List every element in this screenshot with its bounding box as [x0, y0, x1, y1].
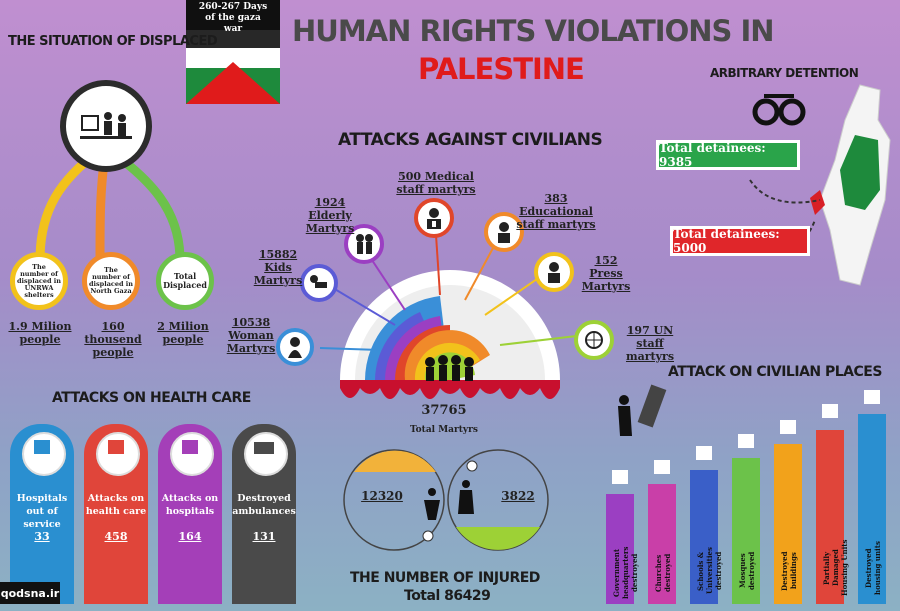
martyrs-fan-chart	[340, 270, 560, 399]
hospital-icon	[34, 440, 50, 454]
health-card-attacks-care	[84, 424, 148, 604]
injured-total: Total 86429	[404, 588, 491, 604]
churches-label: Churches destroyed	[654, 553, 672, 593]
school-icon	[696, 446, 712, 460]
press-martyrs-label: 152 Press Martyrs	[581, 254, 631, 293]
destroyed-housing-label: Destroyed housing units	[864, 541, 882, 595]
hospital-building-icon	[182, 440, 198, 454]
injured-left-value: 12320	[361, 489, 403, 503]
hospitals-out-label: Hospitals out of service	[16, 493, 68, 530]
church-icon	[654, 460, 670, 474]
displaced-value-unrwa: 1.9 Milion people	[8, 320, 72, 346]
elderly-martyrs-icon	[344, 224, 384, 264]
ambulances-value: 131	[252, 530, 276, 543]
displaced-value-north: 160 thousend people	[84, 320, 142, 359]
educational-martyrs-icon	[484, 212, 524, 252]
health-heading: ATTACKS ON HEALTH CARE	[52, 390, 251, 406]
health-attack-icon	[108, 440, 124, 454]
un-martyrs-label: 197 UN staff martyrs	[625, 324, 675, 363]
health-card-hospitals-out	[10, 424, 74, 604]
kids-martyrs-icon	[300, 264, 338, 302]
attacks-care-value: 458	[104, 530, 128, 543]
building-icon	[780, 420, 796, 434]
total-martyrs-label: Total Martyrs	[410, 425, 478, 435]
mosque-icon	[738, 434, 754, 448]
refugees-icon	[80, 112, 132, 139]
un-martyrs-icon	[574, 320, 614, 360]
government-label: Government headquarters destroyed	[612, 546, 639, 600]
places-heading: ATTACK ON CIVILIAN PLACES	[668, 364, 882, 380]
collapsed-building-icon	[618, 384, 667, 436]
destroyed-housing-icon	[864, 390, 880, 404]
displaced-value-total: 2 Milion people	[157, 320, 209, 346]
ambulance-icon	[254, 442, 274, 454]
injured-infinity-chart	[343, 449, 549, 551]
attacks-hospitals-value: 164	[178, 530, 202, 543]
medical-martyrs-label: 500 Medical staff martyrs	[396, 170, 476, 196]
civilians-heading: ATTACKS AGAINST CIVILIANS	[338, 130, 603, 150]
elderly-martyrs-label: 1924 Elderly Martyrs	[305, 196, 355, 235]
palestine-map	[810, 84, 891, 286]
page-title: HUMAN RIGHTS VIOLATIONS IN	[292, 14, 775, 48]
detention-heading: ARBITRARY DETENTION	[710, 66, 859, 80]
displaced-icon-circle	[60, 80, 152, 172]
health-card-ambulances	[232, 424, 296, 604]
watermark: qodsna.ir	[0, 582, 60, 604]
injured-right-value: 3822	[501, 489, 535, 503]
bar-destroyed-housing	[858, 414, 886, 604]
government-icon	[612, 470, 628, 484]
displaced-circle-north: The number of displaced in North Gaza	[82, 252, 140, 310]
health-card-attacks-hospitals	[158, 424, 222, 604]
medical-martyrs-icon	[414, 198, 454, 238]
hospitals-out-value: 33	[34, 530, 50, 543]
woman-martyrs-icon	[276, 328, 314, 366]
injured-heading: THE NUMBER OF INJURED	[350, 570, 540, 586]
page-title-country: PALESTINE	[418, 52, 585, 86]
housing-icon	[822, 404, 838, 418]
detainees-green-banner: Total detainees: 9385	[656, 140, 800, 170]
displaced-heading: THE SITUATION OF DISPLACED	[8, 34, 218, 49]
bar-buildings	[774, 444, 802, 604]
bar-churches	[648, 484, 676, 604]
woman-martyrs-label: 10538 Woman Martyrs	[226, 316, 276, 355]
displaced-circle-unrwa: The number of displaced in UNRWA shelter…	[10, 252, 68, 310]
flag-text: 260-267 Days of the gaza war	[198, 2, 268, 34]
educational-martyrs-label: 383 Educational staff martyrs	[516, 192, 596, 231]
handcuffs-icon	[752, 94, 806, 126]
partial-housing-label: Partially Damaged Housing Units	[822, 539, 849, 597]
mosques-label: Mosques destroyed	[738, 551, 756, 591]
bar-mosques	[732, 458, 760, 604]
detainees-red-banner: Total detainees: 5000	[670, 226, 810, 256]
schools-label: Schools & Universities destroyed	[696, 547, 723, 595]
total-martyrs-value: 37765	[421, 403, 467, 418]
attacks-care-label: Attacks on health care	[85, 493, 147, 517]
kids-martyrs-label: 15882 Kids Martyrs	[253, 248, 303, 287]
buildings-label: Destroyed buildings	[780, 551, 798, 591]
press-martyrs-icon	[534, 252, 574, 292]
bar-partial-housing	[816, 430, 844, 604]
bar-schools	[690, 470, 718, 604]
attacks-hospitals-label: Attacks on hospitals	[161, 493, 219, 517]
ambulances-label: Destroyed ambulances	[232, 493, 296, 517]
palestine-flag: 260-267 Days of the gaza war	[186, 0, 280, 104]
bar-government	[606, 494, 634, 604]
displaced-circle-total: Total Displaced	[156, 252, 214, 310]
